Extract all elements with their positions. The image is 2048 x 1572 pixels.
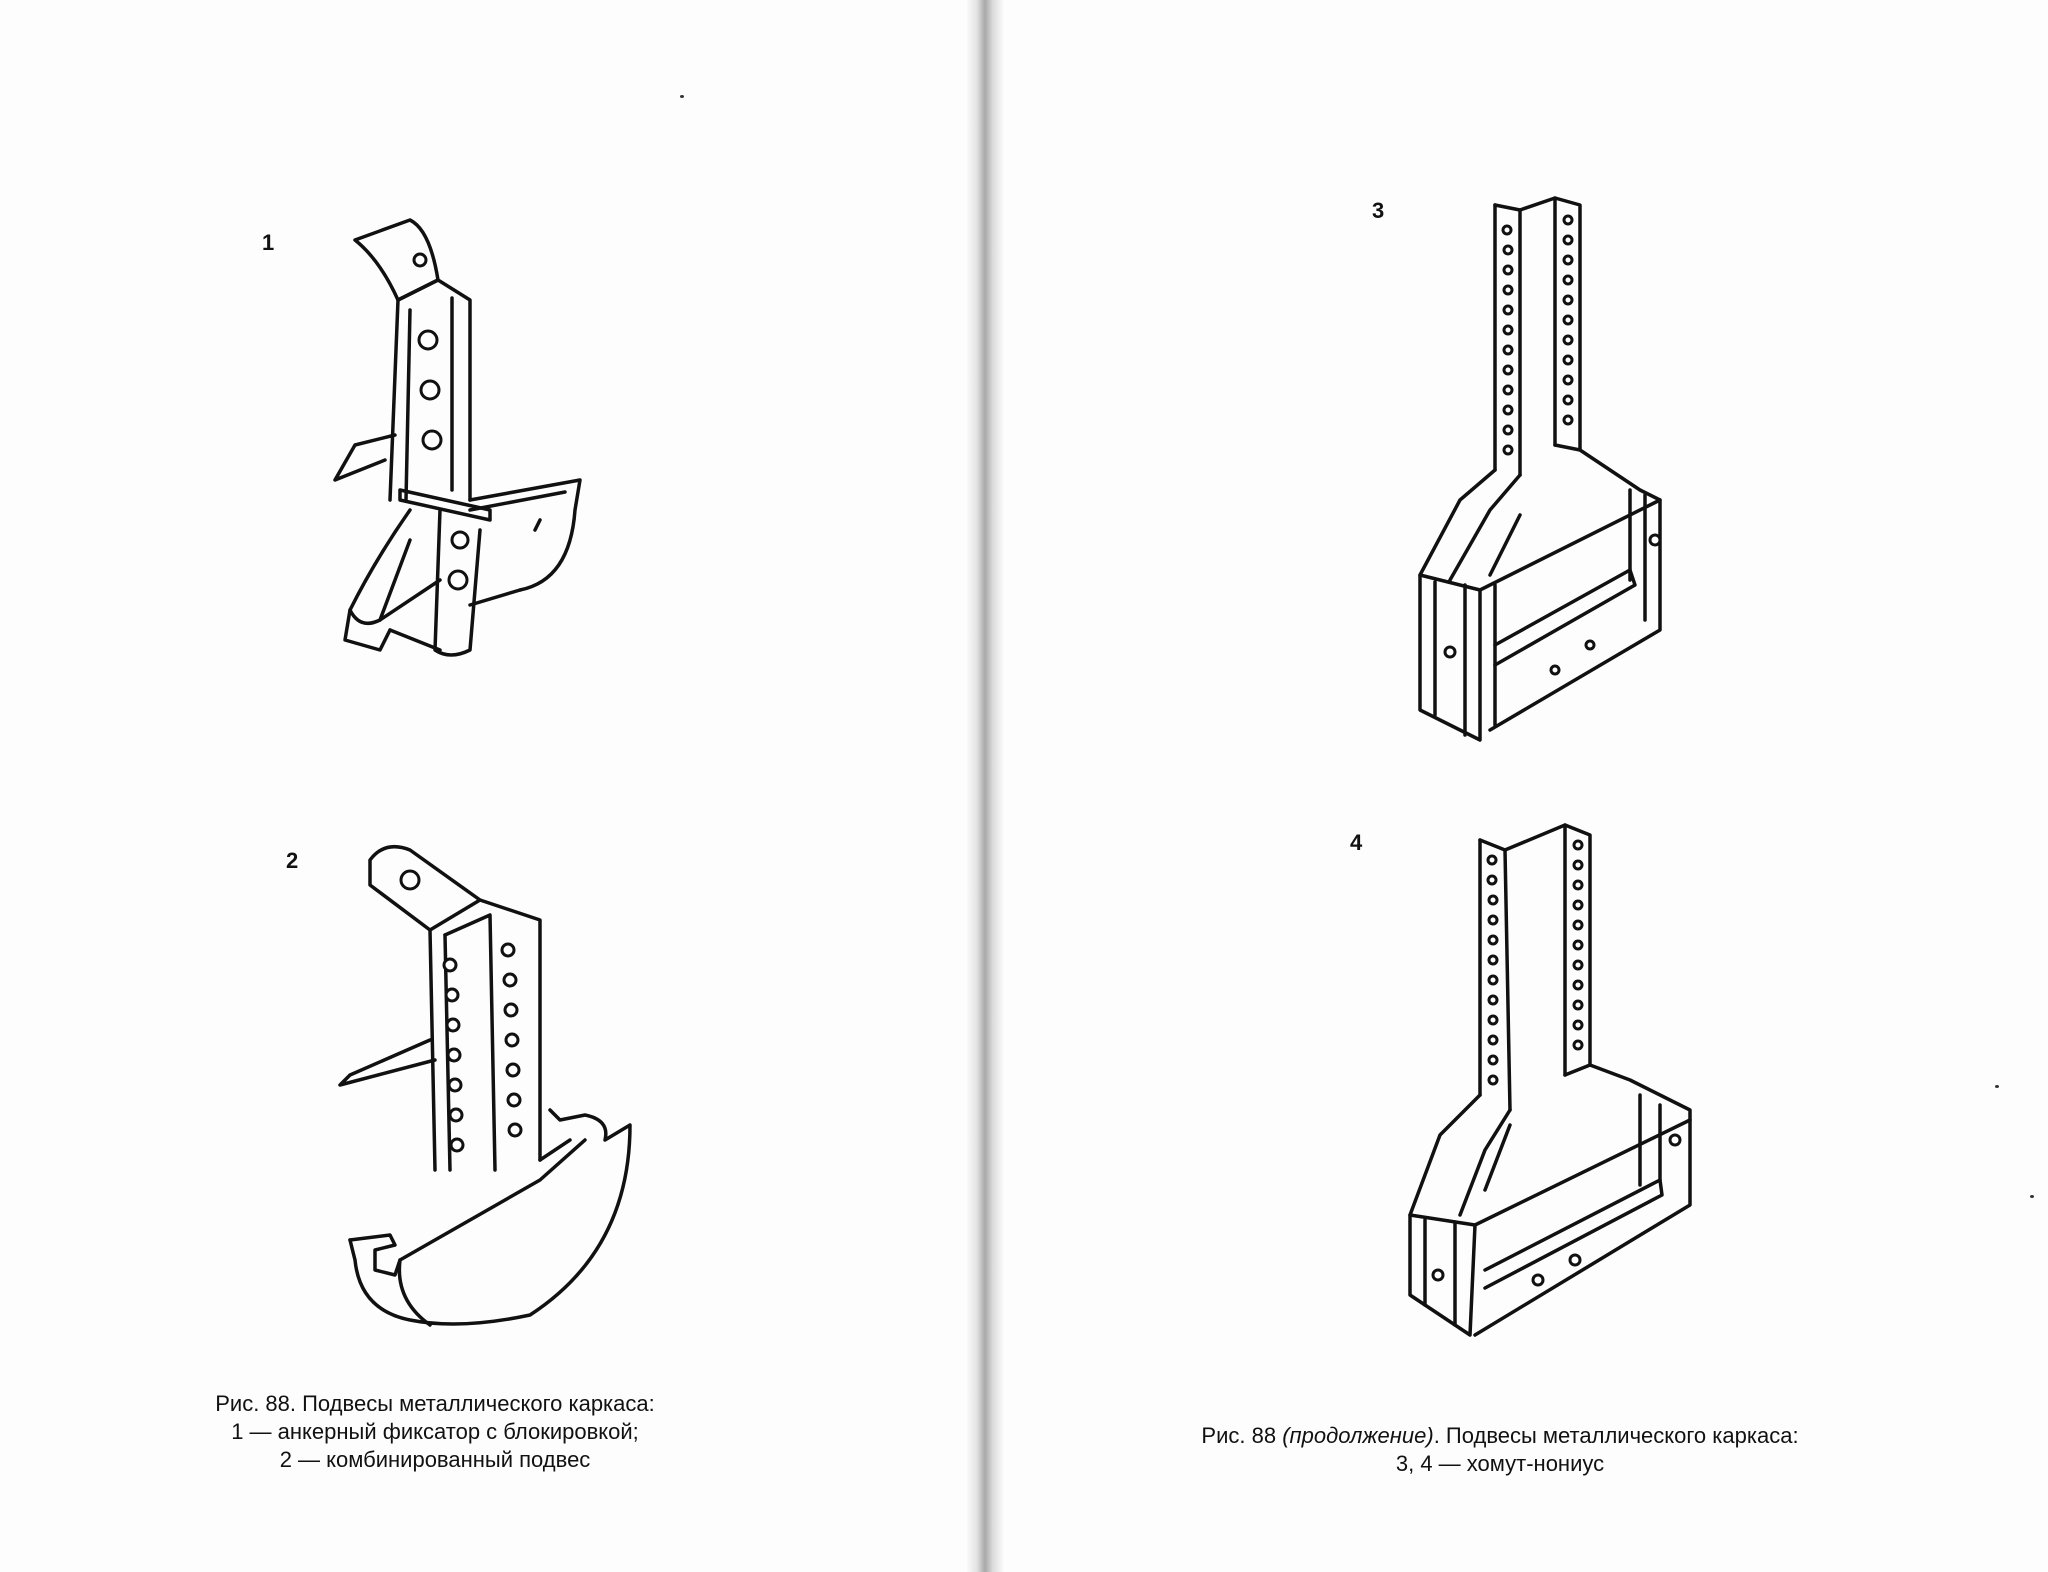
caption-right-line-1: Рис. 88 (продолжение). Подвесы металличе… [1110, 1422, 1890, 1450]
figure-label-3: 3 [1372, 198, 1385, 223]
caption-right-line-2: 3, 4 — хомут-нониус [1395, 1451, 1605, 1476]
book-gutter [965, 0, 1005, 1572]
caption-left-line-3: 2 — комбинированный подвес [279, 1447, 591, 1472]
figure-caption-left: Рис. 88. Подвесы металлического каркаса:… [115, 1390, 755, 1474]
left-page: 1 [0, 0, 990, 1572]
figure-caption-right: Рис. 88 (продолжение). Подвесы металличе… [1110, 1422, 1890, 1478]
caption-right-suffix: . Подвесы металлического каркаса: [1433, 1423, 1799, 1448]
figure-1-anchor-fixator-drawing [333, 218, 582, 657]
print-speck [1995, 1085, 1999, 1088]
print-speck [2030, 1195, 2034, 1198]
caption-right-italic: (продолжение) [1282, 1423, 1434, 1448]
figure-label-1: 1 [262, 230, 275, 255]
figure-2-combined-hanger-drawing [338, 844, 632, 1327]
caption-left-line-1: Рис. 88. Подвесы металлического каркаса: [215, 1391, 655, 1416]
caption-left-line-2: 1 — анкерный фиксатор с блокировкой; [231, 1419, 639, 1444]
right-page: 3 [1000, 0, 2048, 1572]
figure-label-2: 2 [286, 848, 299, 873]
caption-right-prefix: Рис. 88 [1201, 1423, 1283, 1448]
figure-4-clamp-nonius-drawing [1408, 823, 1692, 1337]
figure-3-clamp-nonius-drawing [1418, 196, 1662, 742]
print-speck [680, 95, 684, 98]
figure-label-4: 4 [1350, 830, 1363, 855]
